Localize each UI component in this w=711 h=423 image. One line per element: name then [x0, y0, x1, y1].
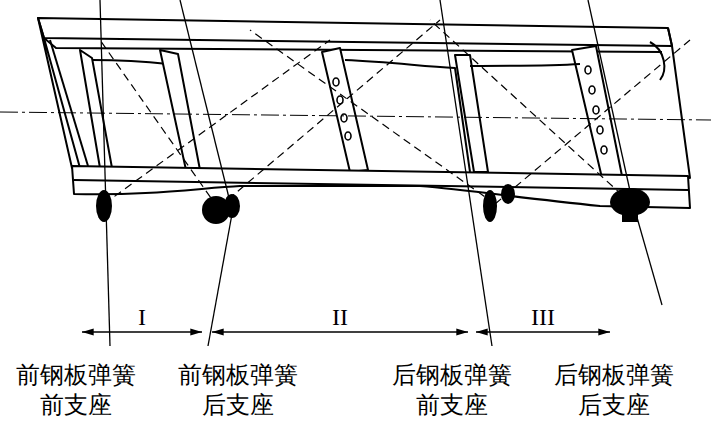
- part-label: 前钢板弹簧 后支座: [168, 360, 308, 420]
- section-number: II: [329, 304, 351, 330]
- part-label: 后钢板弹簧 后支座: [544, 360, 684, 420]
- section-number: III: [528, 304, 558, 330]
- part-label: 前钢板弹簧 前支座: [6, 360, 146, 420]
- section-number: I: [135, 304, 149, 330]
- part-label: 后钢板弹簧 前支座: [382, 360, 522, 420]
